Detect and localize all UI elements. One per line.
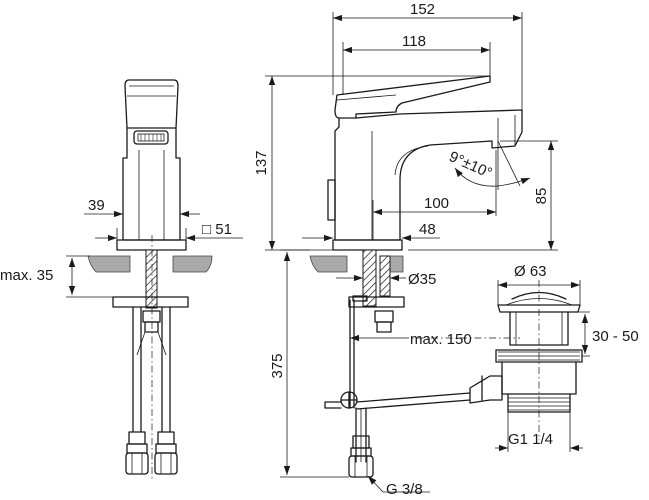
front-hose-right — [161, 306, 171, 433]
side-fixing-plate — [348, 296, 405, 308]
dim-base-square: □ 51 — [202, 221, 232, 238]
dim-hose-connection: G 3/8 — [386, 481, 423, 498]
dim-height: 137 — [253, 150, 270, 175]
front-view — [87, 79, 213, 480]
side-countertop-left — [309, 255, 348, 273]
front-countertop-right — [172, 255, 213, 273]
dim-overall-width: 152 — [410, 1, 435, 18]
dim-lever-angle: 9°±10° — [446, 148, 494, 182]
side-rear-tab — [327, 179, 336, 221]
front-fixing-plate — [112, 296, 189, 308]
side-view — [309, 75, 523, 478]
side-dimensions: 152 118 137 100 85 48 9°±10° Ø35 — [253, 1, 558, 498]
front-body — [122, 127, 181, 241]
dim-mounting-hole: Ø35 — [408, 271, 436, 288]
front-dimensions: 39 □ 51 max. 35 — [0, 197, 243, 298]
linkage-bar — [324, 392, 471, 410]
dim-base-width-side: 48 — [419, 221, 436, 238]
dim-waste-thread: G1 1/4 — [508, 431, 553, 448]
dim-waste-range: 30 - 50 — [592, 328, 639, 345]
dim-base-width-front: 39 — [88, 197, 105, 214]
dim-max-deck-thickness: max. 35 — [0, 267, 53, 284]
dim-max-distance: max. 150 — [410, 331, 472, 348]
side-hose — [355, 407, 367, 463]
waste-view — [469, 280, 583, 440]
front-countertop-left — [87, 255, 131, 273]
side-countertop-right — [389, 255, 404, 273]
front-base-plate — [116, 239, 187, 251]
side-base-plate — [332, 239, 403, 251]
dim-waste-diameter: Ø 63 — [514, 263, 547, 280]
dim-spout-reach: 100 — [424, 195, 449, 212]
dim-spout-height: 85 — [533, 188, 550, 205]
front-threaded-shank — [145, 249, 158, 309]
waste-dimensions: Ø 63 30 - 50 G1 1/4 — [495, 263, 639, 452]
front-hose-left — [132, 306, 142, 433]
dim-hose-length: 375 — [269, 353, 286, 378]
dim-lever-length: 118 — [402, 33, 426, 50]
front-aerator — [133, 130, 169, 145]
front-lever — [124, 79, 179, 129]
side-lever — [334, 75, 491, 119]
